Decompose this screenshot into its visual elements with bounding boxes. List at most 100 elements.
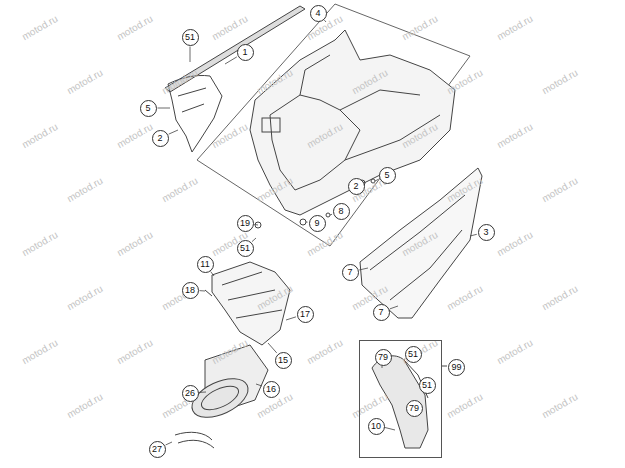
leader-line — [158, 108, 171, 109]
leader-line — [225, 57, 237, 64]
callout-number: 79 — [378, 353, 388, 362]
callout-circle: 5 — [140, 100, 157, 117]
watermark: motod.ru — [115, 13, 155, 42]
watermark: motod.ru — [20, 13, 60, 42]
callout-number: 2 — [353, 182, 358, 191]
callout-number: 3 — [483, 228, 488, 237]
watermark: motod.ru — [400, 13, 440, 42]
callout-number: 99 — [451, 363, 461, 372]
callout-number: 7 — [378, 308, 383, 317]
kit-box: 997951517910 — [359, 340, 442, 458]
callout-number: 19 — [240, 219, 250, 228]
callout-number: 5 — [384, 171, 389, 180]
leader-line — [286, 317, 296, 320]
callout-circle: 2 — [152, 130, 169, 147]
watermark: motod.ru — [445, 283, 485, 312]
leader-line — [199, 392, 206, 393]
kit-callout: 99 — [448, 359, 465, 376]
callout-circle: 26 — [182, 385, 199, 402]
watermark: motod.ru — [495, 13, 535, 42]
callout-number: 11 — [200, 260, 209, 269]
clamp — [175, 432, 214, 448]
callout-circle: 18 — [182, 282, 199, 299]
watermark: motod.ru — [210, 121, 250, 150]
callout-circle: 17 — [297, 306, 314, 323]
watermark: motod.ru — [210, 13, 250, 42]
callout-number: 2 — [157, 134, 162, 143]
watermark: motod.ru — [65, 391, 105, 420]
filter-foam-inner — [198, 381, 242, 414]
nut — [300, 219, 306, 225]
callout-circle: 51 — [237, 240, 254, 257]
watermark: motod.ru — [540, 283, 580, 312]
callout-circle: 51 — [405, 346, 422, 363]
airbox-ribs — [300, 55, 440, 160]
watermark: motod.ru — [65, 175, 105, 204]
callout-circle: 3 — [478, 224, 495, 241]
filter-cage — [212, 262, 290, 345]
callout-circle: 51 — [182, 29, 199, 46]
leader-line — [470, 234, 477, 236]
leader-line — [306, 222, 308, 223]
callout-number: 17 — [300, 310, 310, 319]
watermark: motod.ru — [115, 337, 155, 366]
callout-number: 10 — [371, 422, 381, 431]
watermark: motod.ru — [20, 121, 60, 150]
leader-line — [211, 272, 214, 276]
leader-line — [169, 130, 178, 134]
leader-line — [199, 290, 205, 291]
callout-number: 51 — [240, 244, 250, 253]
watermark: motod.ru — [65, 67, 105, 96]
callout-number: 51 — [408, 350, 418, 359]
watermark: motod.ru — [115, 121, 155, 150]
callout-number: 26 — [185, 389, 195, 398]
callout-circle: 9 — [309, 215, 326, 232]
callout-circle: 1 — [237, 44, 254, 61]
leader-line — [166, 442, 172, 445]
watermark: motod.ru — [495, 229, 535, 258]
watermark: motod.ru — [540, 175, 580, 204]
leader-line — [359, 268, 368, 270]
airbox-opening — [270, 95, 360, 190]
callout-number: 51 — [185, 33, 195, 42]
callout-circle: 8 — [333, 203, 350, 220]
callout-number: 5 — [145, 104, 150, 113]
leader-line — [330, 214, 332, 216]
callout-number: 7 — [347, 268, 352, 277]
callout-number: 4 — [315, 9, 320, 18]
watermark: motod.ru — [20, 229, 60, 258]
watermark: motod.ru — [495, 337, 535, 366]
callout-number: 9 — [314, 219, 319, 228]
watermark: motod.ru — [65, 283, 105, 312]
callout-circle: 11 — [197, 256, 214, 273]
callout-number: 8 — [338, 207, 343, 216]
airbox — [250, 30, 455, 215]
leader-line — [268, 343, 277, 353]
callout-circle: 51 — [419, 377, 436, 394]
callout-circle: 79 — [375, 349, 392, 366]
callout-circle: 2 — [348, 178, 365, 195]
watermark: motod.ru — [20, 337, 60, 366]
callout-circle: 10 — [368, 418, 385, 435]
callout-number: 27 — [152, 445, 162, 454]
airbox-sensor — [262, 118, 280, 132]
watermark: motod.ru — [540, 67, 580, 96]
leader-line — [382, 366, 383, 369]
leader-line — [384, 427, 395, 430]
callout-circle: 19 — [237, 215, 254, 232]
leader-line — [256, 384, 262, 386]
watermark: motod.ru — [495, 121, 535, 150]
callout-circle: 16 — [263, 381, 280, 398]
callout-circle: 7 — [342, 264, 359, 281]
callout-circle: 27 — [149, 441, 166, 458]
callout-number: 18 — [185, 286, 195, 295]
left-cover-detail — [178, 88, 206, 112]
leader-line — [190, 47, 191, 63]
callout-number: 1 — [242, 48, 247, 57]
watermark: motod.ru — [115, 229, 155, 258]
callout-circle: 79 — [406, 400, 423, 417]
watermark: motod.ru — [445, 391, 485, 420]
callout-circle: 7 — [373, 304, 390, 321]
callout-number: 51 — [422, 381, 432, 390]
callout-circle: 5 — [379, 167, 396, 184]
